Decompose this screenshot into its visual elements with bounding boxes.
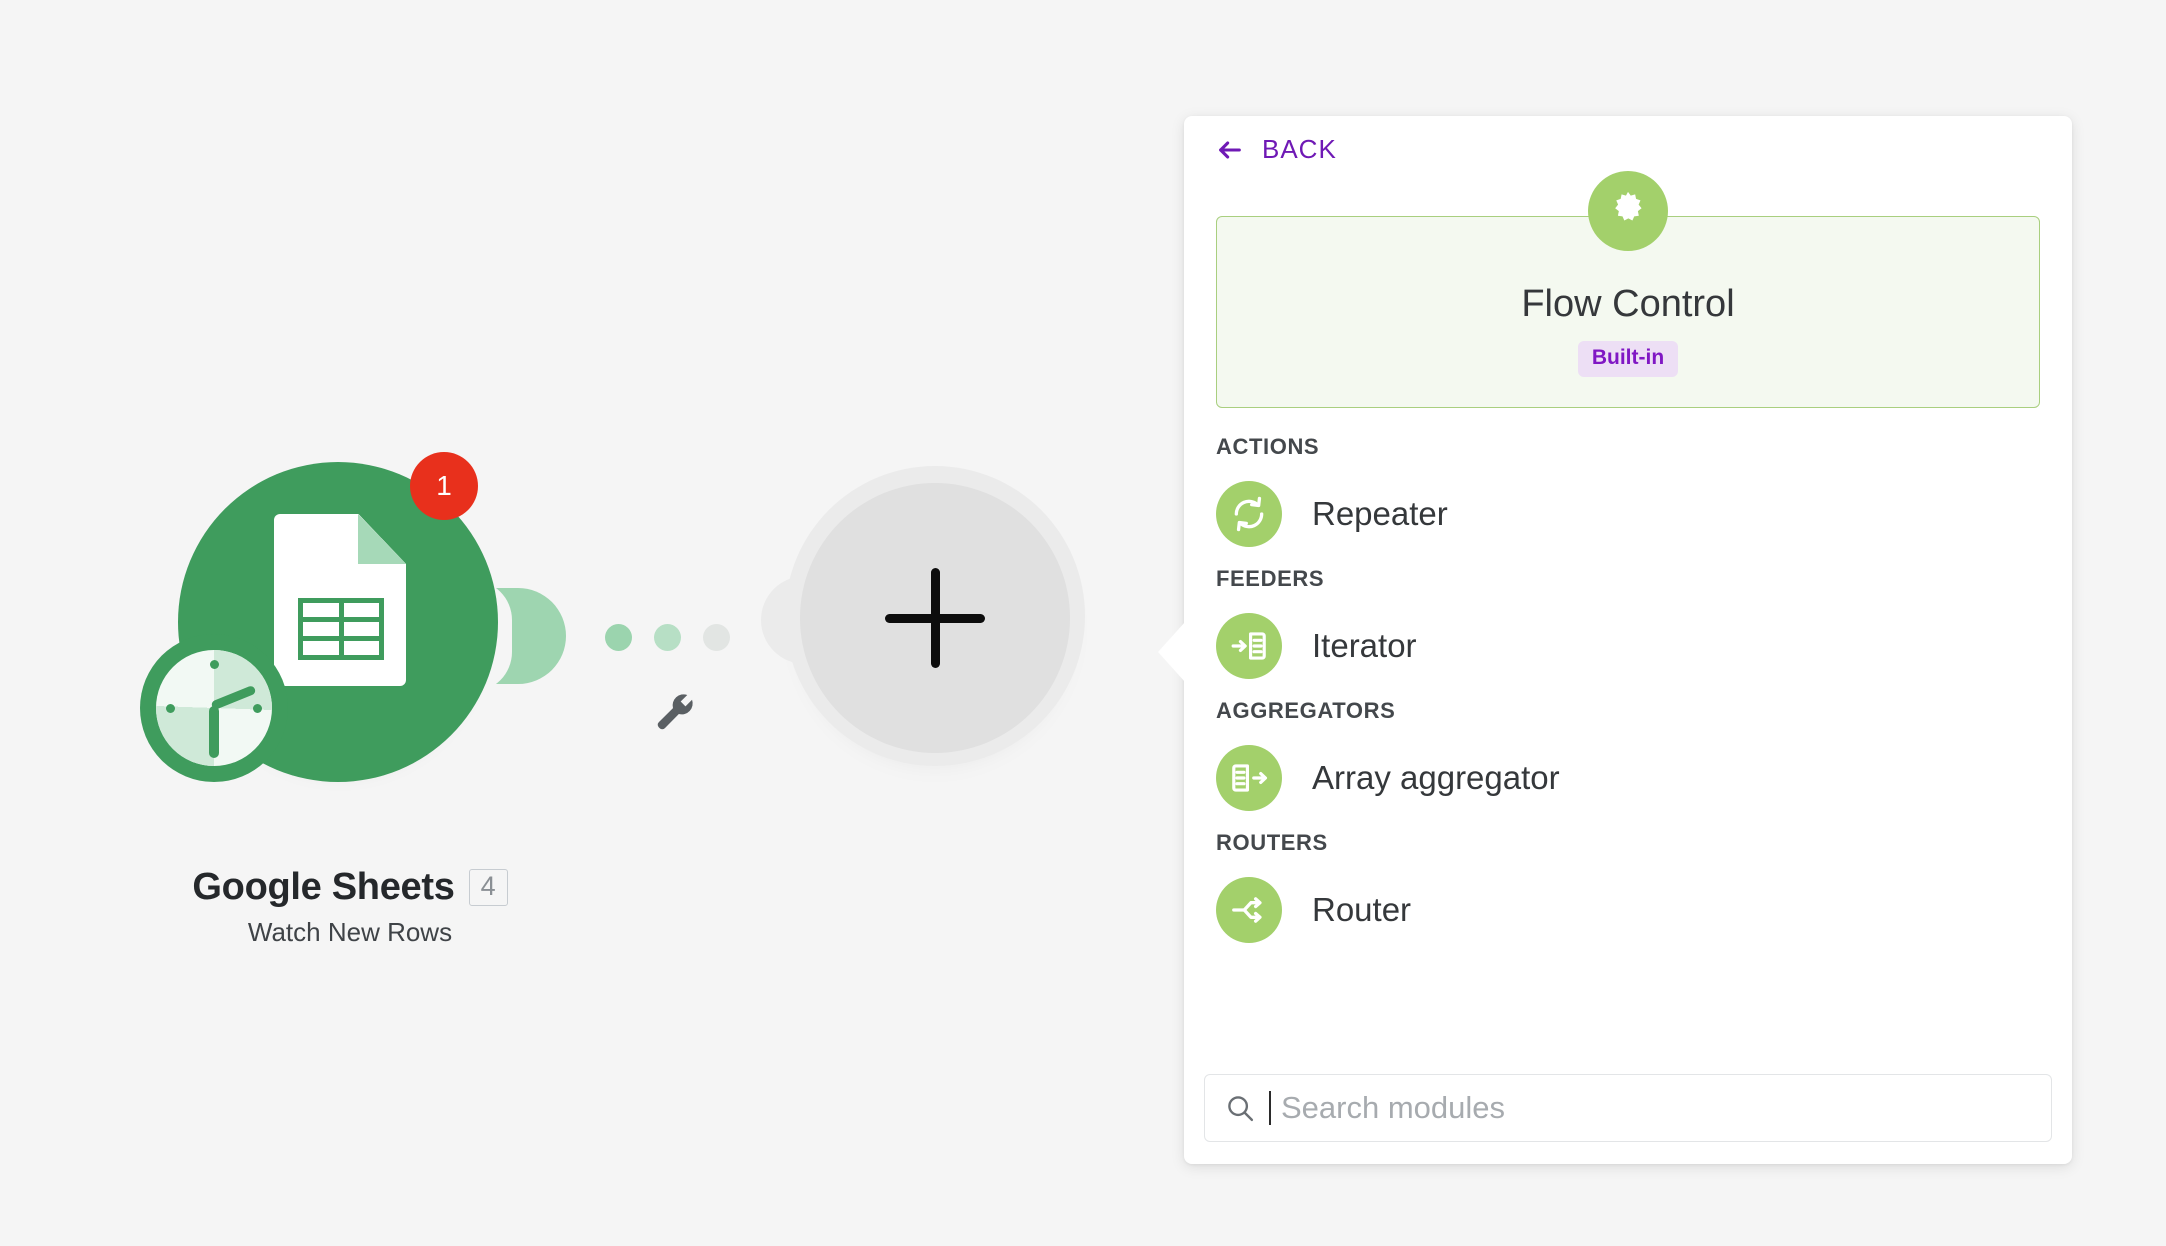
- node-count-badge: 4: [468, 868, 508, 907]
- text-caret: [1269, 1091, 1271, 1125]
- group-label: ACTIONS: [1216, 434, 1320, 459]
- module-group-aggregators: AGGREGATORS Array aggregator: [1216, 698, 2040, 826]
- arrow-left-icon: [1216, 136, 1244, 164]
- panel-pointer: [1158, 622, 1185, 682]
- group-label: FEEDERS: [1216, 566, 1325, 591]
- alert-badge-count: 1: [436, 470, 452, 501]
- google-sheets-icon: [274, 514, 406, 686]
- repeat-sync-icon: [1216, 481, 1282, 547]
- app-card[interactable]: Flow Control Built-in: [1216, 171, 2040, 408]
- add-module-node[interactable]: [761, 458, 1105, 788]
- plus-icon: [800, 483, 1070, 753]
- module-item-array-aggregator[interactable]: Array aggregator: [1216, 730, 2040, 826]
- back-label: BACK: [1262, 134, 1337, 164]
- module-item-router[interactable]: Router: [1216, 862, 2040, 958]
- node-title: Google Sheets: [192, 866, 455, 908]
- alert-badge[interactable]: 1: [410, 452, 478, 520]
- module-group-feeders: FEEDERS Iterator: [1216, 566, 2040, 694]
- wrench-icon[interactable]: [653, 690, 697, 734]
- app-name: Flow Control: [1521, 283, 1735, 325]
- google-sheets-node[interactable]: 1: [140, 452, 502, 786]
- module-item-repeater[interactable]: Repeater: [1216, 466, 2040, 562]
- module-label: Array aggregator: [1312, 759, 1560, 796]
- built-in-badge: Built-in: [1577, 341, 1679, 377]
- connection-dots: [605, 624, 730, 651]
- group-label: ROUTERS: [1216, 830, 1328, 855]
- module-list: ACTIONS Repeater FEEDERS: [1216, 434, 2040, 958]
- node-subtitle: Watch New Rows: [247, 917, 453, 947]
- gear-icon: [1588, 171, 1668, 251]
- arrow-into-list-icon: [1216, 613, 1282, 679]
- group-label: AGGREGATORS: [1216, 698, 1396, 723]
- module-group-actions: ACTIONS Repeater: [1216, 434, 2040, 562]
- list-out-arrow-icon: [1216, 745, 1282, 811]
- back-button[interactable]: BACK: [1216, 134, 1337, 165]
- search-input[interactable]: [1279, 1089, 2031, 1127]
- search-icon: [1225, 1093, 1255, 1123]
- node-label-group: Google Sheets 4 Watch New Rows: [0, 866, 700, 948]
- clock-icon: [140, 634, 288, 782]
- module-label: Repeater: [1312, 495, 1448, 532]
- module-picker-panel: BACK Flow Control Built-in ACTIONS: [1158, 116, 2072, 1164]
- module-item-iterator[interactable]: Iterator: [1216, 598, 2040, 694]
- search-box[interactable]: [1204, 1074, 2052, 1142]
- module-label: Router: [1312, 891, 1412, 928]
- module-label: Iterator: [1312, 627, 1417, 664]
- module-group-routers: ROUTERS Router: [1216, 830, 2040, 958]
- branch-split-icon: [1216, 877, 1282, 943]
